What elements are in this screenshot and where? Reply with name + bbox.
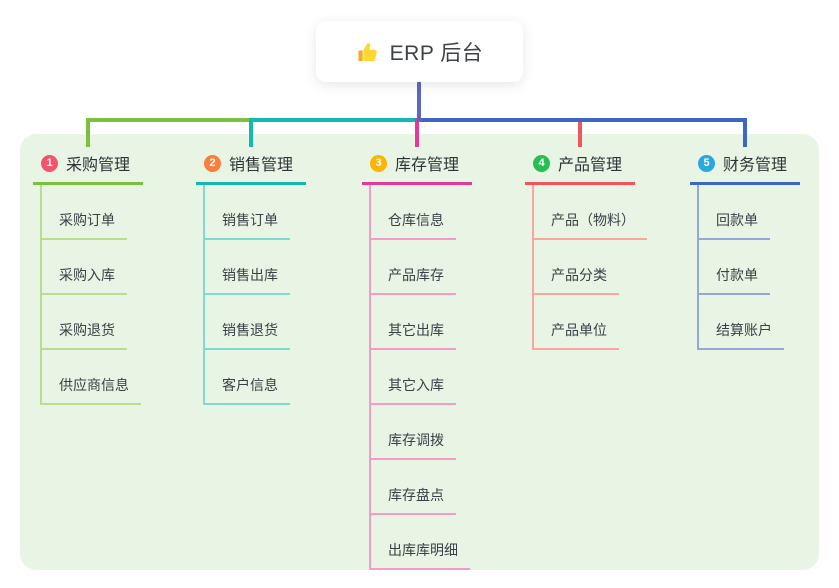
item-label: 其它出库 [388,322,444,338]
mindmap-item[interactable]: 产品分类 [532,240,619,295]
branch-number-badge: 4 [533,154,550,172]
item-label: 销售退货 [222,322,278,338]
branch-label: 财务管理 [723,157,788,174]
branch-finance-items: 回款单 付款单 结算账户 [697,185,800,350]
branch-number-badge: 5 [698,154,715,172]
mindmap-item[interactable]: 采购退货 [40,295,127,350]
thumbs-up-icon [358,42,377,61]
mindmap-item[interactable]: 供应商信息 [40,350,141,405]
mindmap-item[interactable]: 付款单 [697,240,770,295]
branch-number-badge: 2 [204,154,221,172]
item-label: 回款单 [716,212,758,228]
branch-purchase-items: 采购订单 采购入库 采购退货 供应商信息 [40,185,143,405]
item-label: 产品单位 [551,322,607,338]
mindmap-item[interactable]: 回款单 [697,185,770,240]
item-label: 其它入库 [388,377,444,393]
branch-product-items: 产品（物料） 产品分类 产品单位 [532,185,647,350]
item-label: 销售出库 [222,267,278,283]
branch-label: 销售管理 [229,157,294,174]
item-label: 出库库明细 [388,542,458,558]
item-label: 库存调拨 [388,432,444,448]
mindmap-item[interactable]: 产品单位 [532,295,619,350]
branch-sales-header[interactable]: 2 销售管理 [196,147,306,185]
branch-purchase: 1 采购管理 采购订单 采购入库 采购退货 供应商信息 [33,147,143,405]
item-label: 采购入库 [59,267,115,283]
branch-label: 采购管理 [66,157,131,174]
mindmap-item[interactable]: 客户信息 [203,350,290,405]
branch-inventory-header[interactable]: 3 库存管理 [362,147,472,185]
item-label: 结算账户 [716,322,772,338]
item-label: 客户信息 [222,377,278,393]
branch-label: 库存管理 [395,157,460,174]
item-label: 采购退货 [59,322,115,338]
branch-finance: 5 财务管理 回款单 付款单 结算账户 [690,147,800,350]
branch-inventory-items: 仓库信息 产品库存 其它出库 其它入库 库存调拨 库存盘点 出库库明细 [369,185,472,570]
mindmap-item[interactable]: 结算账户 [697,295,784,350]
mindmap-item[interactable]: 产品（物料） [532,185,647,240]
branch-purchase-header[interactable]: 1 采购管理 [33,147,143,185]
item-label: 付款单 [716,267,758,283]
branch-number-badge: 1 [41,154,58,172]
mindmap-item[interactable]: 采购入库 [40,240,127,295]
item-label: 销售订单 [222,212,278,228]
mindmap-background-panel [20,134,819,570]
root-title: ERP 后台 [389,41,484,65]
mindmap-item[interactable]: 库存调拨 [369,405,456,460]
branch-sales-items: 销售订单 销售出库 销售退货 客户信息 [203,185,306,405]
item-label: 库存盘点 [388,487,444,503]
item-label: 供应商信息 [59,377,129,393]
mindmap-item[interactable]: 销售订单 [203,185,290,240]
mindmap-item[interactable]: 采购订单 [40,185,127,240]
branch-inventory: 3 库存管理 仓库信息 产品库存 其它出库 其它入库 库存调拨 库存盘点 出库库… [362,147,472,570]
mindmap-item[interactable]: 产品库存 [369,240,456,295]
item-label: 产品分类 [551,267,607,283]
root-node[interactable]: ERP 后台 [316,21,523,82]
item-label: 产品库存 [388,267,444,283]
mindmap-item[interactable]: 库存盘点 [369,460,456,515]
item-label: 采购订单 [59,212,115,228]
mindmap-item[interactable]: 仓库信息 [369,185,456,240]
branch-number-badge: 3 [370,154,387,172]
mindmap-item[interactable]: 其它入库 [369,350,456,405]
branch-finance-header[interactable]: 5 财务管理 [690,147,800,185]
item-label: 产品（物料） [551,212,635,228]
mindmap-item[interactable]: 出库库明细 [369,515,470,570]
branch-label: 产品管理 [558,157,623,174]
item-label: 仓库信息 [388,212,444,228]
branch-sales: 2 销售管理 销售订单 销售出库 销售退货 客户信息 [196,147,306,405]
mindmap-item[interactable]: 其它出库 [369,295,456,350]
branch-product-header[interactable]: 4 产品管理 [525,147,635,185]
mindmap-item[interactable]: 销售出库 [203,240,290,295]
branch-product: 4 产品管理 产品（物料） 产品分类 产品单位 [525,147,647,350]
mindmap-item[interactable]: 销售退货 [203,295,290,350]
